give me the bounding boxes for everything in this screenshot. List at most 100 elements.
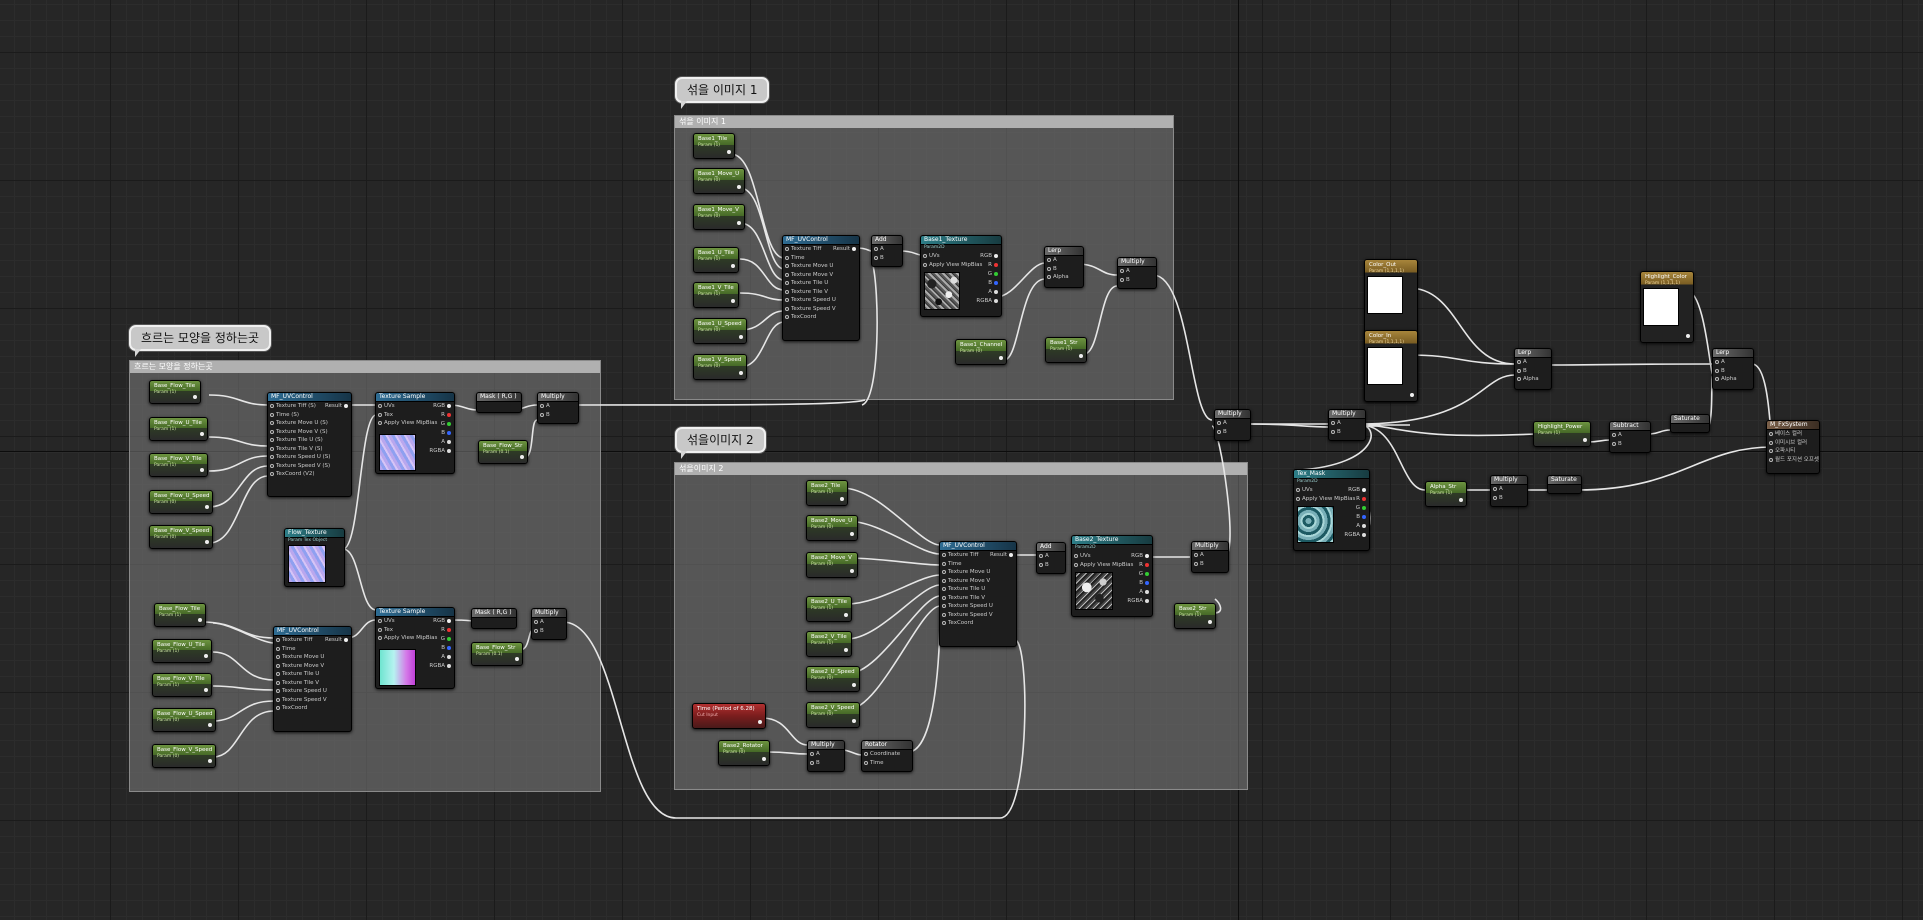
comment-bubble-mix1[interactable]: 섞을 이미지 1 [675, 77, 770, 109]
param-base2-tile[interactable]: Base2_Tile Param (1) [806, 480, 848, 506]
output-pin-rgba[interactable]: RGBA [429, 663, 451, 669]
output-pin-g[interactable]: G [1139, 571, 1149, 577]
input-pin[interactable]: Texture Speed U [274, 687, 351, 696]
input-pin-b[interactable]: B [1713, 367, 1753, 376]
output-pin-b[interactable]: B [988, 280, 998, 286]
input-pin-coordinate[interactable]: Coordinate [862, 750, 912, 759]
lerp-node-color[interactable]: Lerp A B Alpha [1514, 348, 1552, 390]
input-pin-b[interactable]: B [1610, 440, 1650, 449]
output-pin-r[interactable]: R [441, 627, 451, 633]
multiply-node-rotator[interactable]: Multiply A B [807, 740, 845, 772]
input-pin-a[interactable]: A [1192, 551, 1228, 560]
input-pin-b[interactable]: B [808, 759, 844, 768]
param-base2-v-tile[interactable]: Base2_V_Tile Param (1) [806, 631, 852, 657]
input-pin[interactable]: Texture Tile V [274, 679, 351, 688]
input-pin-b[interactable]: B [1192, 560, 1228, 569]
output-pin-rgb[interactable]: RGB [433, 403, 451, 409]
input-pin-b[interactable]: B [1215, 428, 1250, 437]
param-alpha-str[interactable]: Alpha_Str Param (1) [1425, 481, 1467, 507]
input-pin-a[interactable]: A [808, 750, 844, 759]
input-pin-base-color[interactable]: 베이스 컬러 [1767, 430, 1819, 439]
input-pin[interactable]: UVs [376, 617, 454, 626]
output-pin-b[interactable]: B [1356, 514, 1366, 520]
input-pin-b[interactable]: B [1491, 494, 1527, 503]
input-pin[interactable]: Texture Tile V [783, 288, 859, 297]
input-pin[interactable]: Texture Tile U [274, 670, 351, 679]
input-pin[interactable]: Texture Move U [783, 262, 859, 271]
output-pin-g[interactable]: G [1356, 505, 1366, 511]
input-pin[interactable]: Time [940, 560, 1016, 569]
input-pin-a[interactable]: A [532, 618, 566, 627]
input-pin[interactable]: Texture Tile U [940, 585, 1016, 594]
input-pin-b[interactable]: B [532, 627, 566, 636]
param-base2-move-u[interactable]: Base2_Move_U Param (0) [806, 515, 858, 541]
input-pin[interactable]: Texture Speed V (S) [268, 462, 351, 471]
input-pin[interactable]: Texture Move U [940, 568, 1016, 577]
input-pin[interactable]: Texture Move U [274, 653, 351, 662]
comment-bubble-flow[interactable]: 흐르는 모양을 정하는곳 [129, 325, 272, 357]
multiply-node-flow-top[interactable]: Multiply A B [537, 392, 579, 424]
input-pin[interactable]: Texture Move V [940, 577, 1016, 586]
input-pin[interactable]: TexCoord [783, 313, 859, 322]
input-pin[interactable]: Texture Speed U [940, 602, 1016, 611]
input-pin[interactable]: Apply View MipBias [1294, 495, 1369, 504]
input-pin-a[interactable]: A [1713, 358, 1753, 367]
input-pin[interactable]: Texture Move V [274, 662, 351, 671]
input-pin[interactable]: Texture Tiff (S) [268, 402, 351, 411]
output-pin-g[interactable]: G [988, 271, 998, 277]
multiply-node-mix1[interactable]: Multiply A B [1117, 257, 1157, 289]
input-pin-a[interactable]: A [1037, 552, 1065, 561]
input-pin-alpha[interactable]: Alpha [1515, 375, 1551, 384]
input-pin-b[interactable]: B [1037, 561, 1065, 570]
input-pin-a[interactable]: A [1329, 419, 1365, 428]
output-pin-a[interactable]: A [441, 654, 451, 660]
input-pin[interactable]: Texture Move U (S) [268, 419, 351, 428]
input-pin-alpha[interactable]: Alpha [1045, 273, 1083, 282]
input-pin[interactable]: Texture Move V (S) [268, 428, 351, 437]
output-pin-rgba[interactable]: RGBA [1344, 532, 1366, 538]
material-result-node[interactable]: M_FxSystem 베이스 컬러 이미시브 컬러 오파시티 월드 포지션 오프… [1766, 420, 1820, 474]
param-base1-u-speed[interactable]: Base1_U_Speed Param (0) [693, 318, 747, 344]
param-flow-v-speed[interactable]: Base_Flow_V_Speed Param (0) [149, 525, 213, 549]
param-flow-tile[interactable]: Base_Flow_Tile Param (1) [149, 380, 201, 404]
input-pin-a[interactable]: A [1215, 419, 1250, 428]
input-pin[interactable]: Texture Speed V [940, 611, 1016, 620]
input-pin[interactable]: Texture Speed U [783, 296, 859, 305]
param-base1-channel[interactable]: Base1_Channel Param (0) [955, 339, 1007, 365]
input-pin-a[interactable]: A [1045, 256, 1083, 265]
multiply-node-mix2[interactable]: Multiply A B [1191, 541, 1229, 573]
param-flow2-u-tile[interactable]: Base_Flow_U_Tile Param (1) [152, 639, 212, 663]
output-pin-result[interactable]: Result [833, 246, 856, 252]
param-base1-move-u[interactable]: Base1_Move_U Param (0) [693, 168, 745, 194]
param-base1-tile[interactable]: Base1_Tile Param (1) [693, 133, 735, 159]
subtract-node[interactable]: Subtract A B [1609, 421, 1651, 453]
input-pin-opacity[interactable]: 오파시티 [1767, 447, 1819, 456]
input-pin[interactable]: Texture Speed V [783, 305, 859, 314]
output-pin-rgb[interactable]: RGB [1131, 553, 1149, 559]
input-pin[interactable]: Apply View MipBias [376, 634, 454, 643]
output-pin-a[interactable]: A [988, 289, 998, 295]
base2-texture-node[interactable]: Base2_Texture Param2D UVs Apply View Mip… [1071, 535, 1153, 617]
saturate-node-highlight[interactable]: Saturate [1670, 414, 1710, 433]
param-highlight-power[interactable]: Highlight_Power Param (1) [1533, 421, 1591, 447]
multiply-node-flow-bottom[interactable]: Multiply A B [531, 608, 567, 640]
output-pin-b[interactable]: B [441, 645, 451, 651]
input-pin-b[interactable]: B [538, 411, 578, 420]
input-pin[interactable]: Apply View MipBias [1072, 561, 1152, 570]
output-pin-a[interactable]: A [441, 439, 451, 445]
input-pin[interactable]: Texture Speed V [274, 696, 351, 705]
param-flow2-v-speed[interactable]: Base_Flow_V_Speed Param (0) [152, 744, 216, 768]
mask-node-flow-bottom[interactable]: Mask ( R,G ) [471, 608, 517, 629]
input-pin-a[interactable]: A [1515, 358, 1551, 367]
param-base2-v-speed[interactable]: Base2_V_Speed Param (0) [806, 702, 860, 728]
input-pin[interactable]: Texture Tile V (S) [268, 445, 351, 454]
input-pin[interactable]: UVs [1294, 486, 1369, 495]
param-base2-move-v[interactable]: Base2_Move_V Param (0) [806, 552, 858, 578]
param-base2-rotator[interactable]: Base2_Rotator Param (0) [718, 740, 770, 766]
input-pin[interactable]: Time [274, 645, 351, 654]
param-flow2-tile[interactable]: Base_Flow_Tile Param (1) [154, 603, 206, 627]
input-pin[interactable]: Texture Tiff [274, 636, 351, 645]
output-pin-result[interactable]: Result [990, 552, 1013, 558]
input-pin-b[interactable]: B [1118, 276, 1156, 285]
uv-control-node-mix1[interactable]: MF_UVControl Result Texture Tiff Time Te… [782, 235, 860, 341]
